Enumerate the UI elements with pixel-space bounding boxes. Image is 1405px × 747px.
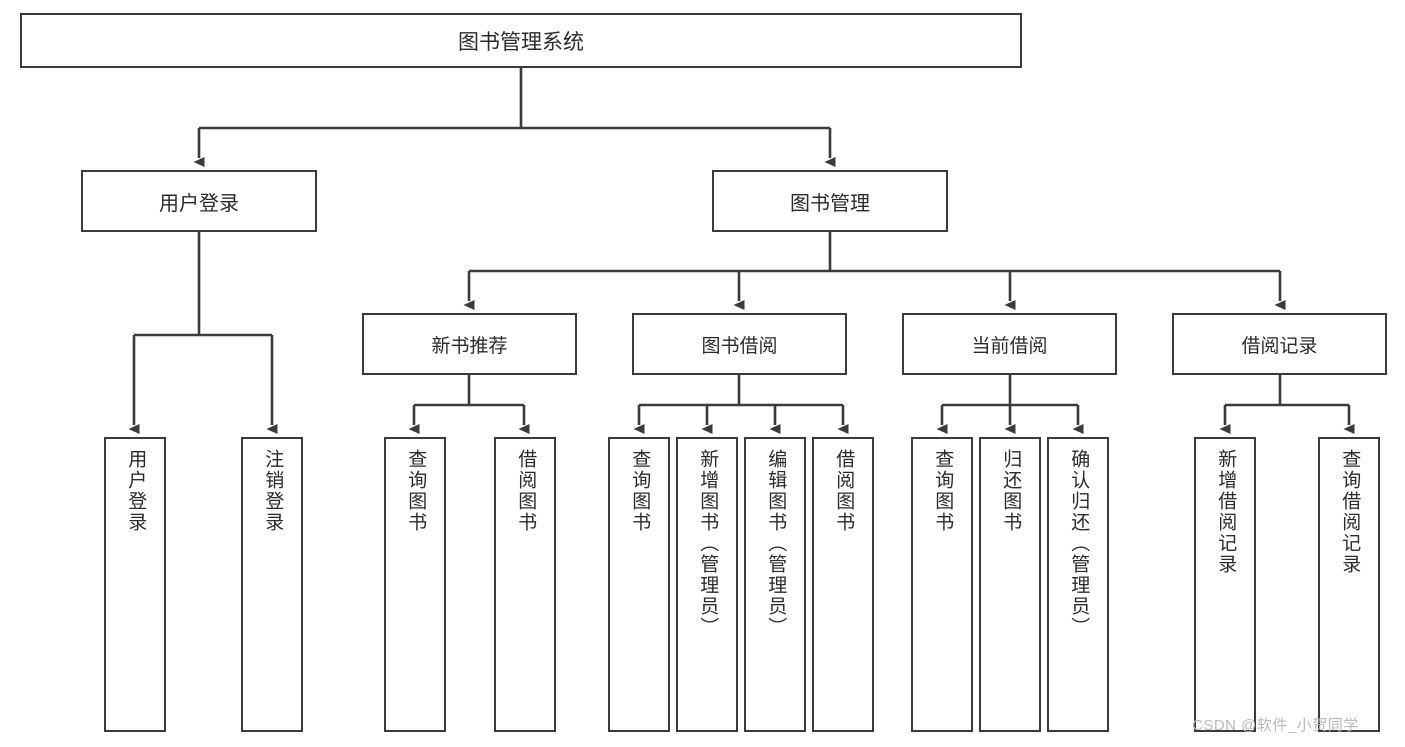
node-root-book-management-system[interactable]: 图书管理系统	[20, 13, 1022, 68]
node-label: 查询图书	[405, 449, 427, 533]
node-label: 新增借阅记录	[1215, 449, 1237, 575]
node-label: 图书管理	[790, 192, 870, 215]
node-borrow-record[interactable]: 借阅记录	[1172, 313, 1387, 375]
node-label: 借阅图书	[515, 449, 537, 533]
leaf-query-borrow-record[interactable]: 查询借阅记录	[1318, 437, 1380, 732]
leaf-query-book-current[interactable]: 查询图书	[911, 437, 973, 732]
leaf-borrow-book[interactable]: 借阅图书	[812, 437, 874, 732]
node-label: 图书借阅	[701, 335, 778, 357]
leaf-add-book-admin[interactable]: 新增图书（管理员）	[676, 437, 738, 732]
node-label: 确认归还（管理员）	[1068, 449, 1090, 638]
node-label: 用户登录	[125, 449, 147, 533]
node-label: 新书推荐	[431, 335, 508, 357]
node-current-borrow[interactable]: 当前借阅	[902, 313, 1117, 375]
leaf-edit-book-admin[interactable]: 编辑图书（管理员）	[744, 437, 806, 732]
leaf-confirm-return-admin[interactable]: 确认归还（管理员）	[1047, 437, 1109, 732]
leaf-borrow-book-recommend[interactable]: 借阅图书	[494, 437, 556, 732]
node-book-management[interactable]: 图书管理	[712, 170, 948, 232]
leaf-logout[interactable]: 注销登录	[241, 437, 303, 732]
leaf-query-book-borrow[interactable]: 查询图书	[608, 437, 670, 732]
node-label: 新增图书（管理员）	[697, 449, 719, 638]
watermark-text: CSDN @软件_小贺同学	[1192, 717, 1359, 734]
leaf-query-book-recommend[interactable]: 查询图书	[384, 437, 446, 732]
leaf-user-login[interactable]: 用户登录	[104, 437, 166, 732]
leaf-add-borrow-record[interactable]: 新增借阅记录	[1194, 437, 1256, 732]
node-label: 借阅记录	[1241, 335, 1318, 357]
node-label: 归还图书	[1000, 449, 1022, 533]
node-label: 借阅图书	[833, 449, 855, 533]
node-label: 编辑图书（管理员）	[765, 449, 787, 638]
node-book-borrow[interactable]: 图书借阅	[632, 313, 847, 375]
node-user-login[interactable]: 用户登录	[81, 170, 317, 232]
csdn-watermark: CSDN @软件_小贺同学	[1192, 714, 1359, 735]
node-label: 查询图书	[932, 449, 954, 533]
node-label: 查询借阅记录	[1339, 449, 1361, 575]
node-label: 用户登录	[159, 192, 239, 215]
leaf-return-book[interactable]: 归还图书	[979, 437, 1041, 732]
node-label: 图书管理系统	[458, 30, 584, 54]
node-new-book-recommend[interactable]: 新书推荐	[362, 313, 577, 375]
node-label: 当前借阅	[971, 335, 1048, 357]
node-label: 查询图书	[629, 449, 651, 533]
node-label: 注销登录	[262, 449, 284, 533]
